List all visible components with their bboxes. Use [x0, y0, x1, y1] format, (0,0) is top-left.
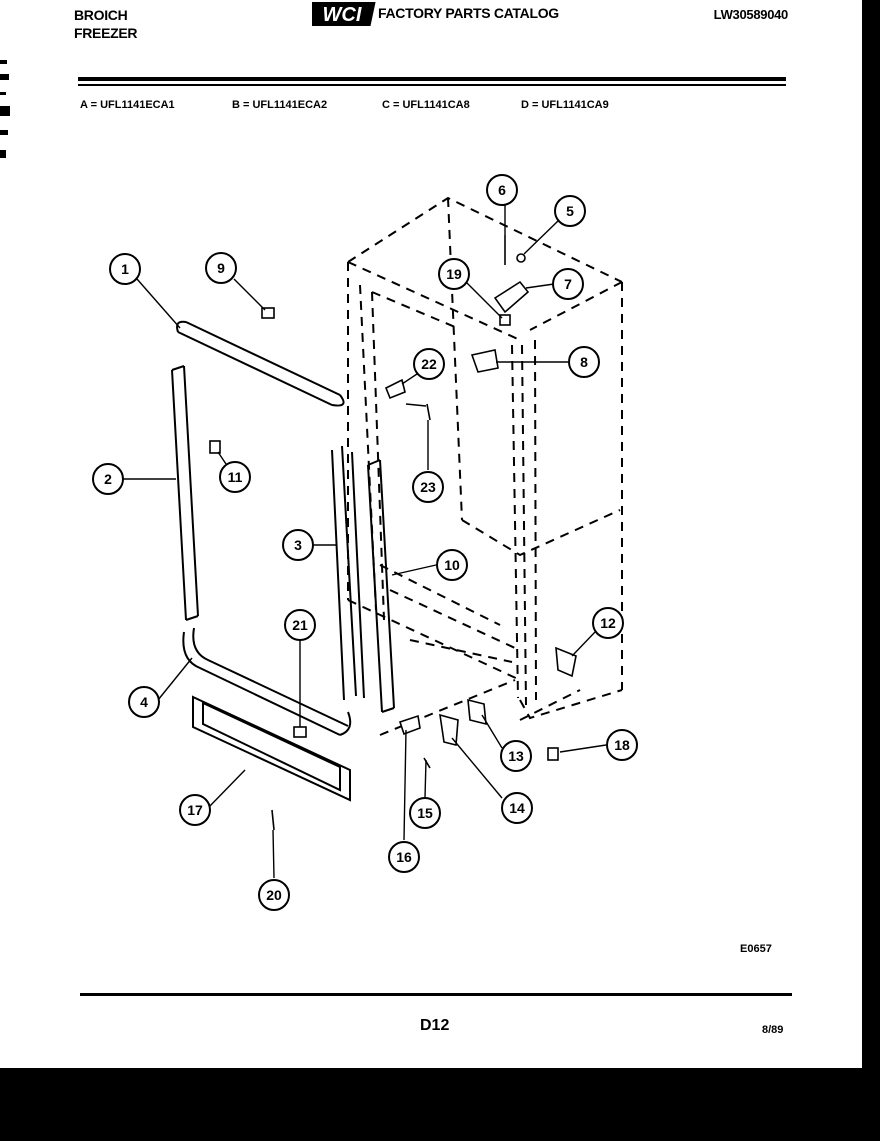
callout-label: 17 [187, 802, 203, 818]
callout-label: 2 [104, 471, 112, 487]
callout-label: 1 [121, 261, 129, 277]
callout-17: 17 [179, 794, 211, 826]
scan-edge-marks [0, 60, 10, 158]
bracket-8 [470, 349, 499, 373]
clip-11 [209, 440, 221, 454]
callout-13: 13 [500, 740, 532, 772]
leg-18 [547, 747, 559, 761]
callout-label: 5 [566, 203, 574, 219]
exploded-parts-diagram: 1 2 3 4 5 6 7 8 9 10 11 12 13 14 15 16 1… [92, 174, 638, 911]
clip-9 [261, 307, 275, 319]
callout-2: 2 [92, 463, 124, 495]
page-label: D12 [420, 1017, 450, 1034]
callout-label: 10 [444, 557, 460, 573]
callout-label: 4 [140, 694, 148, 710]
hinge-7 [493, 280, 530, 314]
screw-23 [426, 403, 431, 421]
callout-18: 18 [606, 729, 638, 761]
gasket-parts [171, 320, 395, 802]
callout-set: 1 2 3 4 5 6 7 8 9 10 11 12 13 14 15 16 1… [92, 174, 638, 911]
top-gasket [176, 320, 345, 407]
footer-rule [80, 993, 792, 996]
header-rule-thick [78, 77, 786, 81]
callout-16: 16 [388, 841, 420, 873]
callout-label: 20 [266, 887, 282, 903]
callout-label: 23 [420, 479, 436, 495]
callout-8: 8 [568, 346, 600, 378]
callout-9: 9 [205, 252, 237, 284]
callout-11: 11 [219, 461, 251, 493]
callout-label: 8 [580, 354, 588, 370]
catalog-title: FACTORY PARTS CATALOG [378, 5, 559, 21]
diagram-code: E0657 [740, 943, 772, 955]
callout-label: 15 [417, 805, 433, 821]
callout-5: 5 [554, 195, 586, 227]
bracket-12 [555, 646, 577, 678]
callout-label: 13 [508, 748, 524, 764]
clip-21 [293, 726, 307, 738]
callout-19: 19 [438, 258, 470, 290]
callout-23: 23 [412, 471, 444, 503]
bottom-gasket [182, 627, 352, 736]
wci-logo: WCI [312, 2, 376, 26]
callout-21: 21 [284, 609, 316, 641]
callout-label: 9 [217, 260, 225, 276]
screw-5 [516, 253, 526, 263]
screw-15 [423, 757, 431, 769]
callout-3: 3 [282, 529, 314, 561]
leader-lines [123, 205, 607, 879]
callout-20: 20 [258, 879, 290, 911]
bracket-13 [467, 698, 487, 726]
callout-12: 12 [592, 607, 624, 639]
model-b: B = UFL1141ECA2 [232, 99, 328, 111]
product-type: FREEZER [74, 25, 138, 41]
strip-10 [367, 459, 395, 713]
callout-15: 15 [409, 797, 441, 829]
screw-20 [271, 809, 275, 831]
callout-6: 6 [486, 174, 518, 206]
header-rule-thin [78, 84, 786, 86]
right-gasket [331, 445, 365, 701]
callout-10: 10 [436, 549, 468, 581]
brand-block: BROICH FREEZER [74, 6, 138, 42]
revision-date: 8/89 [762, 1024, 784, 1036]
callout-label: 22 [421, 356, 437, 372]
logo-text: WCI [323, 4, 362, 26]
model-a: A = UFL1141ECA1 [80, 99, 175, 111]
callout-label: 16 [396, 849, 412, 865]
callout-label: 3 [294, 537, 302, 553]
hinge-14 [439, 713, 459, 747]
callout-label: 12 [600, 615, 616, 631]
small-parts [209, 235, 577, 831]
brand-name: BROICH [74, 7, 128, 23]
callout-22: 22 [413, 348, 445, 380]
callout-label: 18 [614, 737, 630, 753]
callout-label: 11 [228, 469, 243, 485]
callout-7: 7 [552, 268, 584, 300]
document-number: LW30589040 [713, 7, 789, 22]
callout-label: 21 [292, 617, 308, 633]
model-d: D = UFL1141CA9 [521, 99, 609, 111]
model-c: C = UFL1141CA8 [382, 99, 470, 111]
bracket-22 [384, 378, 406, 400]
part-16 [398, 714, 421, 736]
left-gasket [171, 365, 199, 621]
bushing-19 [499, 314, 511, 326]
callout-label: 6 [498, 182, 506, 198]
toe-grille [192, 695, 351, 802]
callout-label: 7 [564, 276, 572, 292]
callout-4: 4 [128, 686, 160, 718]
catalog-sheet: BROICH FREEZER WCI FACTORY PARTS CATALOG… [0, 0, 862, 1068]
callout-14: 14 [501, 792, 533, 824]
callout-label: 19 [446, 266, 462, 282]
callout-1: 1 [109, 253, 141, 285]
callout-label: 14 [509, 800, 525, 816]
